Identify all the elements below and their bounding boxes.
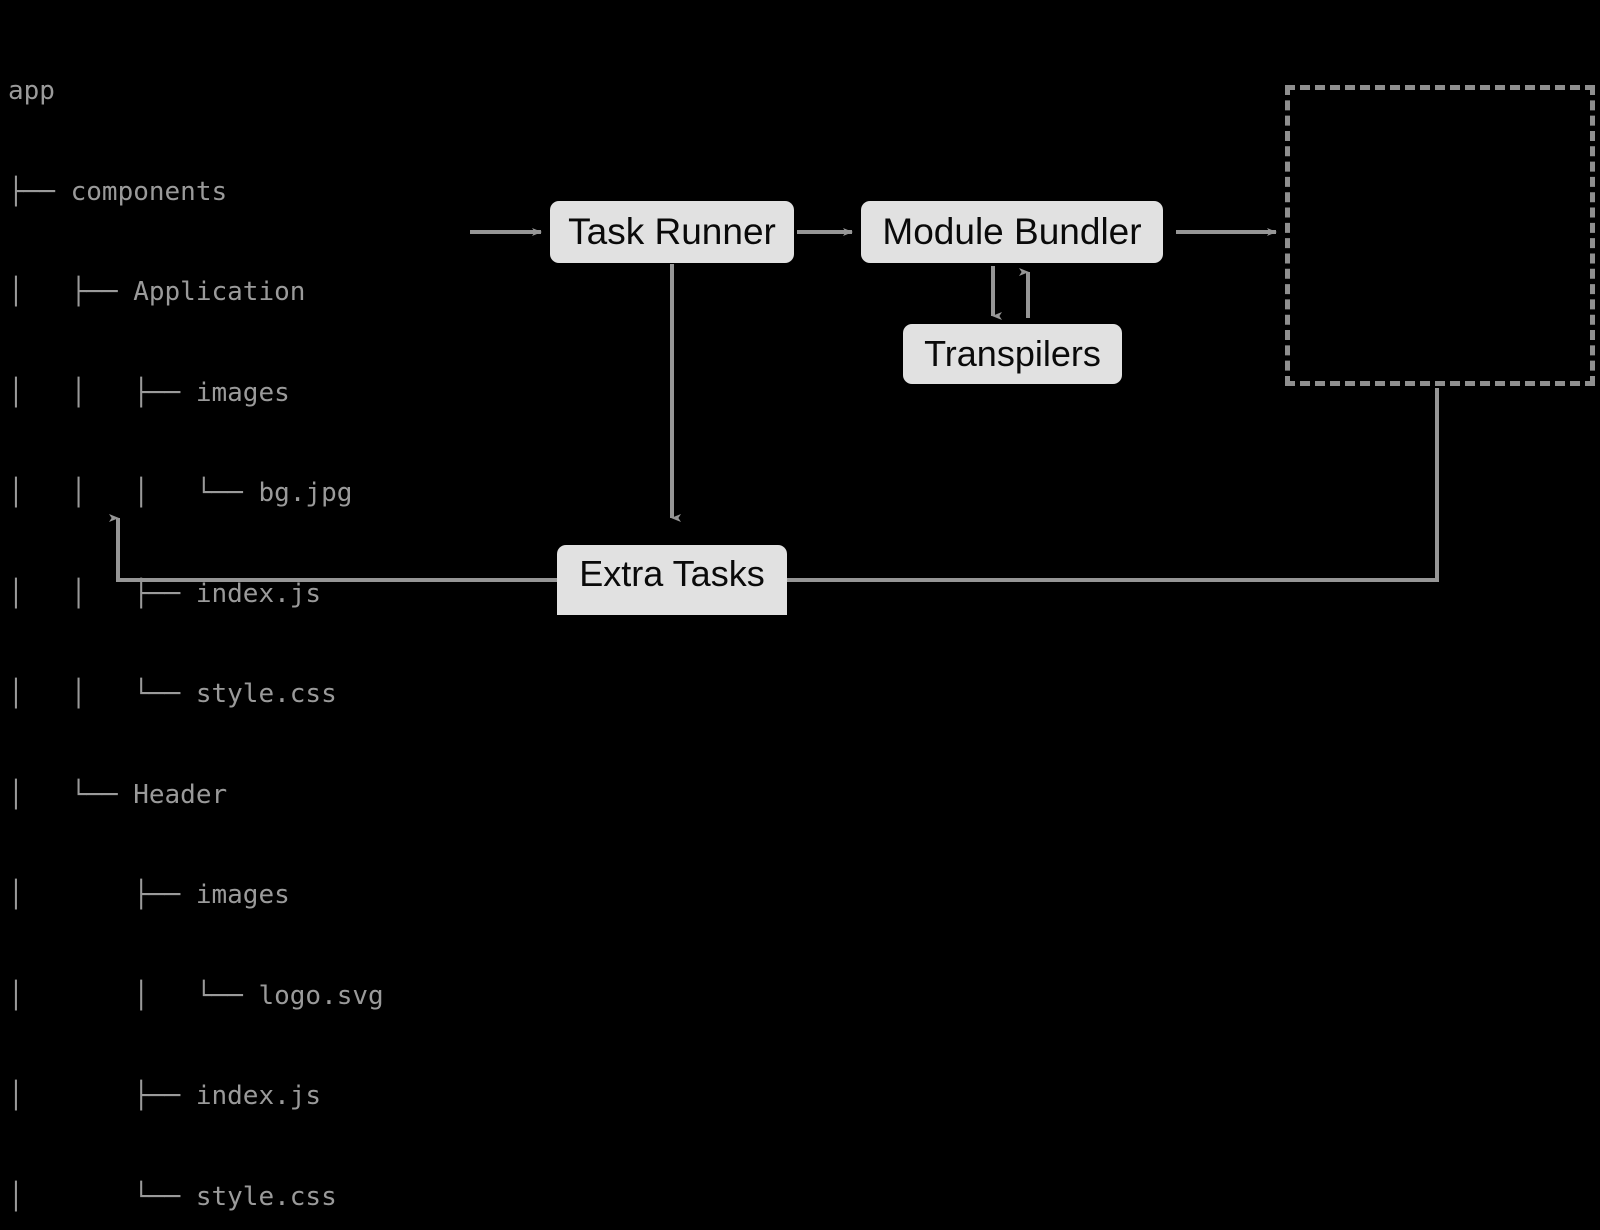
- node-transpilers[interactable]: Transpilers: [903, 324, 1122, 384]
- tree-row: app: [8, 76, 55, 106]
- node-extra-tasks-label: Extra Tasks: [579, 553, 765, 594]
- node-task-runner[interactable]: Task Runner: [550, 201, 794, 263]
- node-output-bundle[interactable]: [1285, 85, 1595, 386]
- node-transpilers-label: Transpilers: [924, 333, 1101, 374]
- tree-row: │ │ │ └── bg.jpg: [8, 478, 353, 508]
- tree-row: │ └── style.css: [8, 1181, 337, 1212]
- file-tree: app ├── components │ ├── Application │ │…: [8, 8, 384, 1230]
- tree-row: ├── components: [8, 176, 228, 207]
- tree-row: │ │ └── style.css: [8, 679, 337, 709]
- edge-output-to-extra-tasks: [787, 388, 1439, 582]
- tree-row: │ ├── Application: [8, 277, 306, 307]
- node-task-runner-label: Task Runner: [568, 211, 776, 252]
- tree-row: │ ├── index.js: [8, 1081, 322, 1111]
- node-module-bundler[interactable]: Module Bundler: [861, 201, 1163, 263]
- diagram-canvas: app ├── components │ ├── Application │ │…: [8, 76, 1595, 1212]
- tree-row: │ ├── images: [8, 880, 290, 910]
- tree-row: │ │ ├── index.js: [8, 578, 322, 609]
- node-module-bundler-label: Module Bundler: [882, 211, 1142, 252]
- tree-row: │ │ ├── images: [8, 377, 290, 408]
- tree-row: │ │ └── logo.svg: [8, 980, 384, 1011]
- node-extra-tasks[interactable]: Extra Tasks: [557, 545, 787, 615]
- tree-row: │ └── Header: [8, 779, 228, 810]
